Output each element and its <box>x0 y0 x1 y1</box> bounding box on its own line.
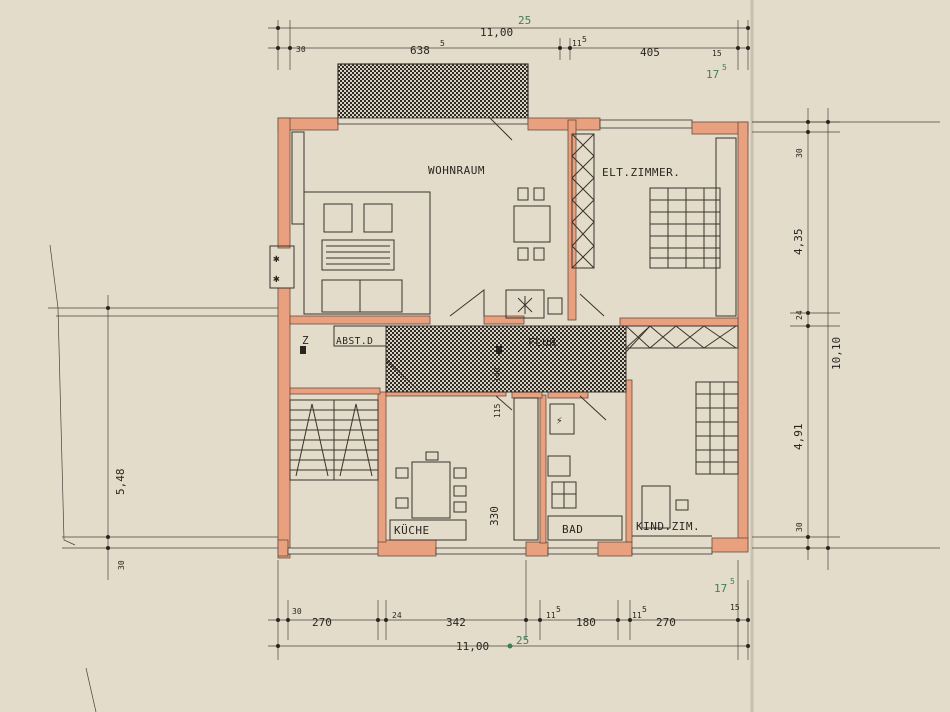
stair-label-z: Z <box>302 334 309 347</box>
dim-bottom-total-green: 25 <box>516 634 529 647</box>
dim-bottom-11b: 11 <box>632 611 642 620</box>
dim-right-1010: 10,10 <box>830 337 843 370</box>
dim-bottom-175-sup: 5 <box>730 577 735 586</box>
balcony <box>337 63 529 121</box>
dim-top-15: 15 <box>712 49 722 58</box>
abst-box <box>333 325 387 347</box>
room-label-flur: FLUR <box>528 336 557 349</box>
dim-top-638-sup: 5 <box>440 39 445 48</box>
room-label-abst: ABST.D <box>336 336 373 347</box>
elt-zimmer-furniture <box>571 133 737 317</box>
dimension-top: 11,00 25 30 638 5 11 5 405 15 17 5 <box>268 14 750 81</box>
dim-bottom-24: 24 <box>392 611 402 620</box>
dim-top-total-green: 25 <box>518 14 531 27</box>
kind-zimmer-furniture <box>632 381 739 537</box>
dim-top-total: 11,00 <box>480 26 513 39</box>
dim-left-30: 30 <box>117 560 126 570</box>
dim-right-30-top: 30 <box>795 148 804 158</box>
svg-text:✱: ✱ <box>273 252 280 265</box>
room-label-kind-zim: KIND.ZIM. <box>636 520 700 533</box>
dim-flur-115: 115 <box>493 403 502 418</box>
dim-top-175-sup: 5 <box>722 63 727 72</box>
dim-bottom-total: 11,00 <box>456 640 489 653</box>
svg-text:⚡: ⚡ <box>556 414 563 427</box>
dim-bottom-15: 15 <box>730 603 740 612</box>
dimension-bottom: 30 270 24 342 11 5 180 11 5 270 15 17 5 … <box>268 560 750 660</box>
dim-bottom-270b: 270 <box>656 616 676 629</box>
dim-left-548: 5,48 <box>114 469 127 496</box>
dim-right-491: 4,91 <box>792 424 805 451</box>
dim-bottom-30: 30 <box>292 607 302 616</box>
staircase: Z <box>289 334 379 481</box>
dim-right-24: 24 <box>795 310 804 320</box>
terrace-outline: 5,48 30 <box>48 244 280 580</box>
dim-bottom-11b-sup: 5 <box>642 605 647 614</box>
dim-bottom-342: 342 <box>446 616 466 629</box>
dim-top-638: 638 <box>410 44 430 57</box>
dim-right-435: 4,35 <box>792 229 805 256</box>
dim-bottom-270a: 270 <box>312 616 332 629</box>
dim-top-405: 405 <box>640 46 660 59</box>
dim-bottom-175: 17 <box>714 582 727 595</box>
dim-bottom-11a-sup: 5 <box>556 605 561 614</box>
dim-top-11-sup: 5 <box>582 35 587 44</box>
dim-flur-140: 140 <box>493 367 502 382</box>
window-left: ✱ ✱ <box>269 245 295 289</box>
dim-bottom-180: 180 <box>576 616 596 629</box>
dim-kueche-330: 330 <box>488 506 501 526</box>
room-label-kueche: KÜCHE <box>394 524 430 537</box>
room-label-wohnraum: WOHNRAUM <box>428 164 485 177</box>
wohnraum-furniture <box>291 117 605 319</box>
dim-right-30-bottom: 30 <box>795 522 804 532</box>
dim-top-175: 17 <box>706 68 719 81</box>
dim-top-11: 11 <box>572 39 582 48</box>
dim-top-30: 30 <box>296 45 306 54</box>
room-label-bad: BAD <box>562 523 583 536</box>
flur-floor <box>385 325 627 393</box>
bad-furniture: ⚡ 115 140 <box>493 346 623 541</box>
kueche-furniture: 330 <box>389 451 501 541</box>
svg-text:✱: ✱ <box>273 272 280 285</box>
dimension-right: 30 4,35 24 10,10 4,91 30 <box>752 108 940 570</box>
stray-line <box>85 667 97 712</box>
dim-bottom-11a: 11 <box>546 611 556 620</box>
room-label-elt-zimmer: ELT.ZIMMER. <box>602 166 680 179</box>
